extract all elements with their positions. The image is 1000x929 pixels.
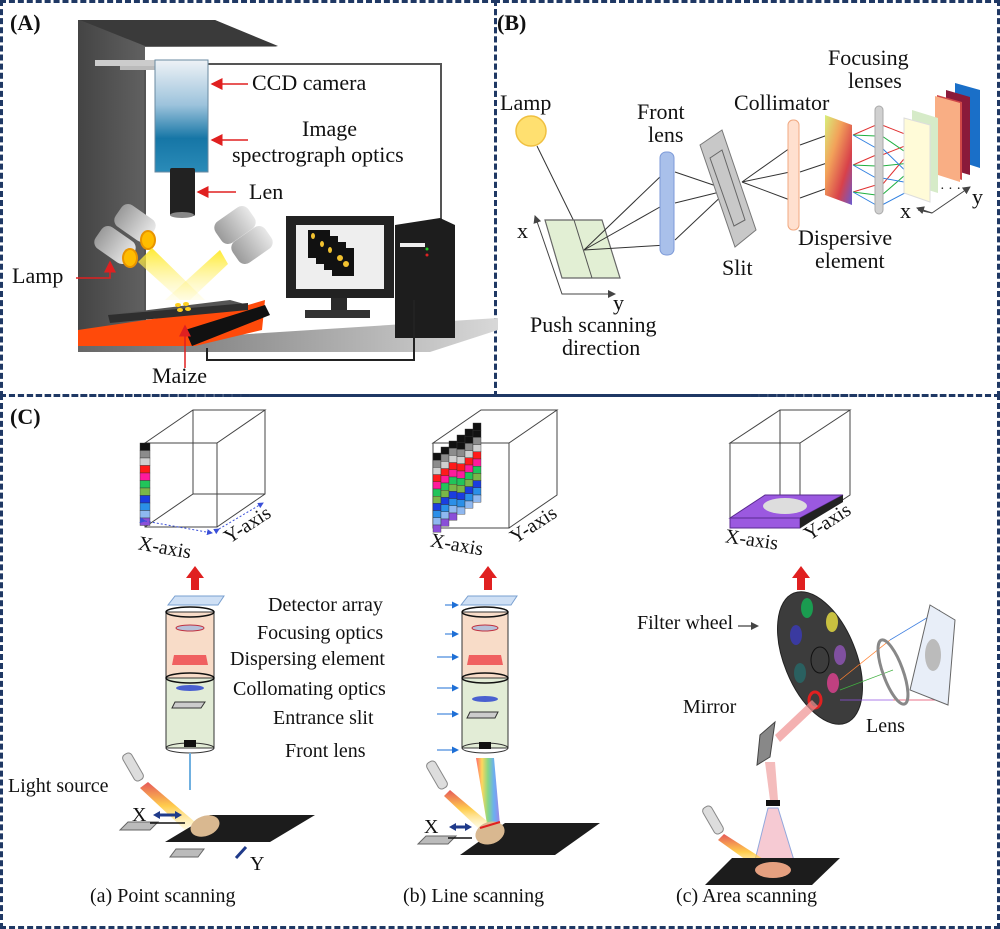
- stage-a: [118, 815, 315, 858]
- caption-area-scanning: (c) Area scanning: [676, 885, 818, 907]
- label-detector-array: Detector array: [268, 594, 383, 616]
- panel-a-tag: (A): [10, 10, 41, 35]
- data-cable: [206, 300, 415, 361]
- label-front-lens: Front lens: [285, 740, 366, 762]
- collimator: [787, 119, 800, 231]
- area-slice: [728, 494, 844, 529]
- slit: [699, 129, 757, 248]
- caption-point-scanning: (a) Point scanning: [90, 885, 236, 907]
- label-push-scanning-2: direction: [562, 335, 641, 360]
- panel-c-tag: (C): [10, 404, 41, 429]
- lamp-right: [214, 206, 273, 264]
- dispersive-element: [825, 115, 852, 205]
- label-push-scanning-1: Push scanning: [530, 312, 657, 337]
- spectral-band-cell: [440, 518, 450, 527]
- label-focusing-lenses-2: lenses: [848, 68, 902, 93]
- label-front-lens-1: Front: [637, 99, 685, 124]
- spectrograph-line: [459, 595, 518, 830]
- spectral-band-cell: [448, 512, 458, 521]
- label-b-y: y: [613, 290, 624, 315]
- lamp-bulb: [515, 115, 547, 147]
- spectrograph-point: [165, 595, 225, 790]
- light-source-b: [426, 760, 488, 828]
- label-y-a: Y: [250, 853, 265, 875]
- ccd-camera: [154, 59, 209, 173]
- spectral-band-cell: [456, 506, 466, 515]
- monitor-hyperspectral-image: [308, 230, 354, 276]
- label-lens: Lens: [866, 715, 905, 737]
- label-image-spectrograph-1: Image: [302, 116, 357, 141]
- stage-b: [416, 821, 600, 855]
- spectral-band-cell: [472, 494, 482, 503]
- label-filter-wheel: Filter wheel: [637, 612, 734, 634]
- caption-line-scanning: (b) Line scanning: [403, 885, 545, 907]
- label-b-x2: x: [900, 198, 911, 223]
- label-x-a: X: [132, 804, 147, 826]
- light-source-a: [122, 752, 195, 830]
- label-b-x: x: [517, 218, 528, 243]
- conveyor-roller: [185, 305, 270, 346]
- x-arrow-b: [449, 823, 472, 831]
- label-collimator: Collimator: [734, 90, 830, 115]
- computer-tower: [395, 218, 455, 338]
- output-arrow: [186, 566, 810, 590]
- label-entrance-slit: Entrance slit: [273, 707, 374, 729]
- label-dispersive-element-1: Dispersive: [798, 225, 893, 250]
- label-image-spectrograph-2: spectrograph optics: [232, 142, 404, 167]
- label-focusing-optics: Focusing optics: [257, 622, 384, 644]
- lamp-left: [94, 204, 156, 268]
- spectral-band-cell: [464, 500, 474, 509]
- panel-c-frame: [0, 394, 1000, 929]
- svg-text:· · ·: · · ·: [940, 182, 961, 197]
- spectral-band-cell: [432, 524, 442, 533]
- label-focusing-lenses-1: Focusing: [828, 45, 909, 70]
- filter-wheel: [777, 591, 863, 725]
- label-dispersing-element: Dispersing element: [230, 648, 385, 670]
- label-b-lamp: Lamp: [500, 90, 552, 115]
- mirror: [756, 720, 776, 766]
- label-dispersive-element-2: element: [815, 248, 885, 273]
- component-pointers: [437, 601, 459, 754]
- panel-b-tag: (B): [497, 10, 527, 35]
- label-front-lens-2: lens: [648, 122, 684, 147]
- camera-lens: [170, 168, 195, 216]
- spectral-image-stack: [903, 83, 980, 203]
- label-slit: Slit: [722, 255, 753, 280]
- y-arrow-a: [234, 845, 248, 860]
- sample-tray: [108, 303, 248, 323]
- label-len: Len: [249, 179, 284, 204]
- x-arrow-a: [153, 811, 182, 819]
- label-light-source: Light source: [8, 775, 109, 797]
- label-x-b: X: [424, 816, 439, 838]
- label-collomating-optics: Collomating optics: [233, 678, 386, 700]
- label-mirror: Mirror: [683, 696, 737, 718]
- label-ccd-camera: CCD camera: [252, 70, 367, 95]
- front-lens: [659, 151, 675, 256]
- light-beam-right: [165, 250, 228, 300]
- label-b-y2: y: [972, 184, 983, 209]
- label-maize: Maize: [152, 363, 207, 388]
- focusing-lenses: [874, 105, 884, 215]
- label-lamp: Lamp: [12, 263, 64, 288]
- area-lens-and-detector: [839, 604, 956, 706]
